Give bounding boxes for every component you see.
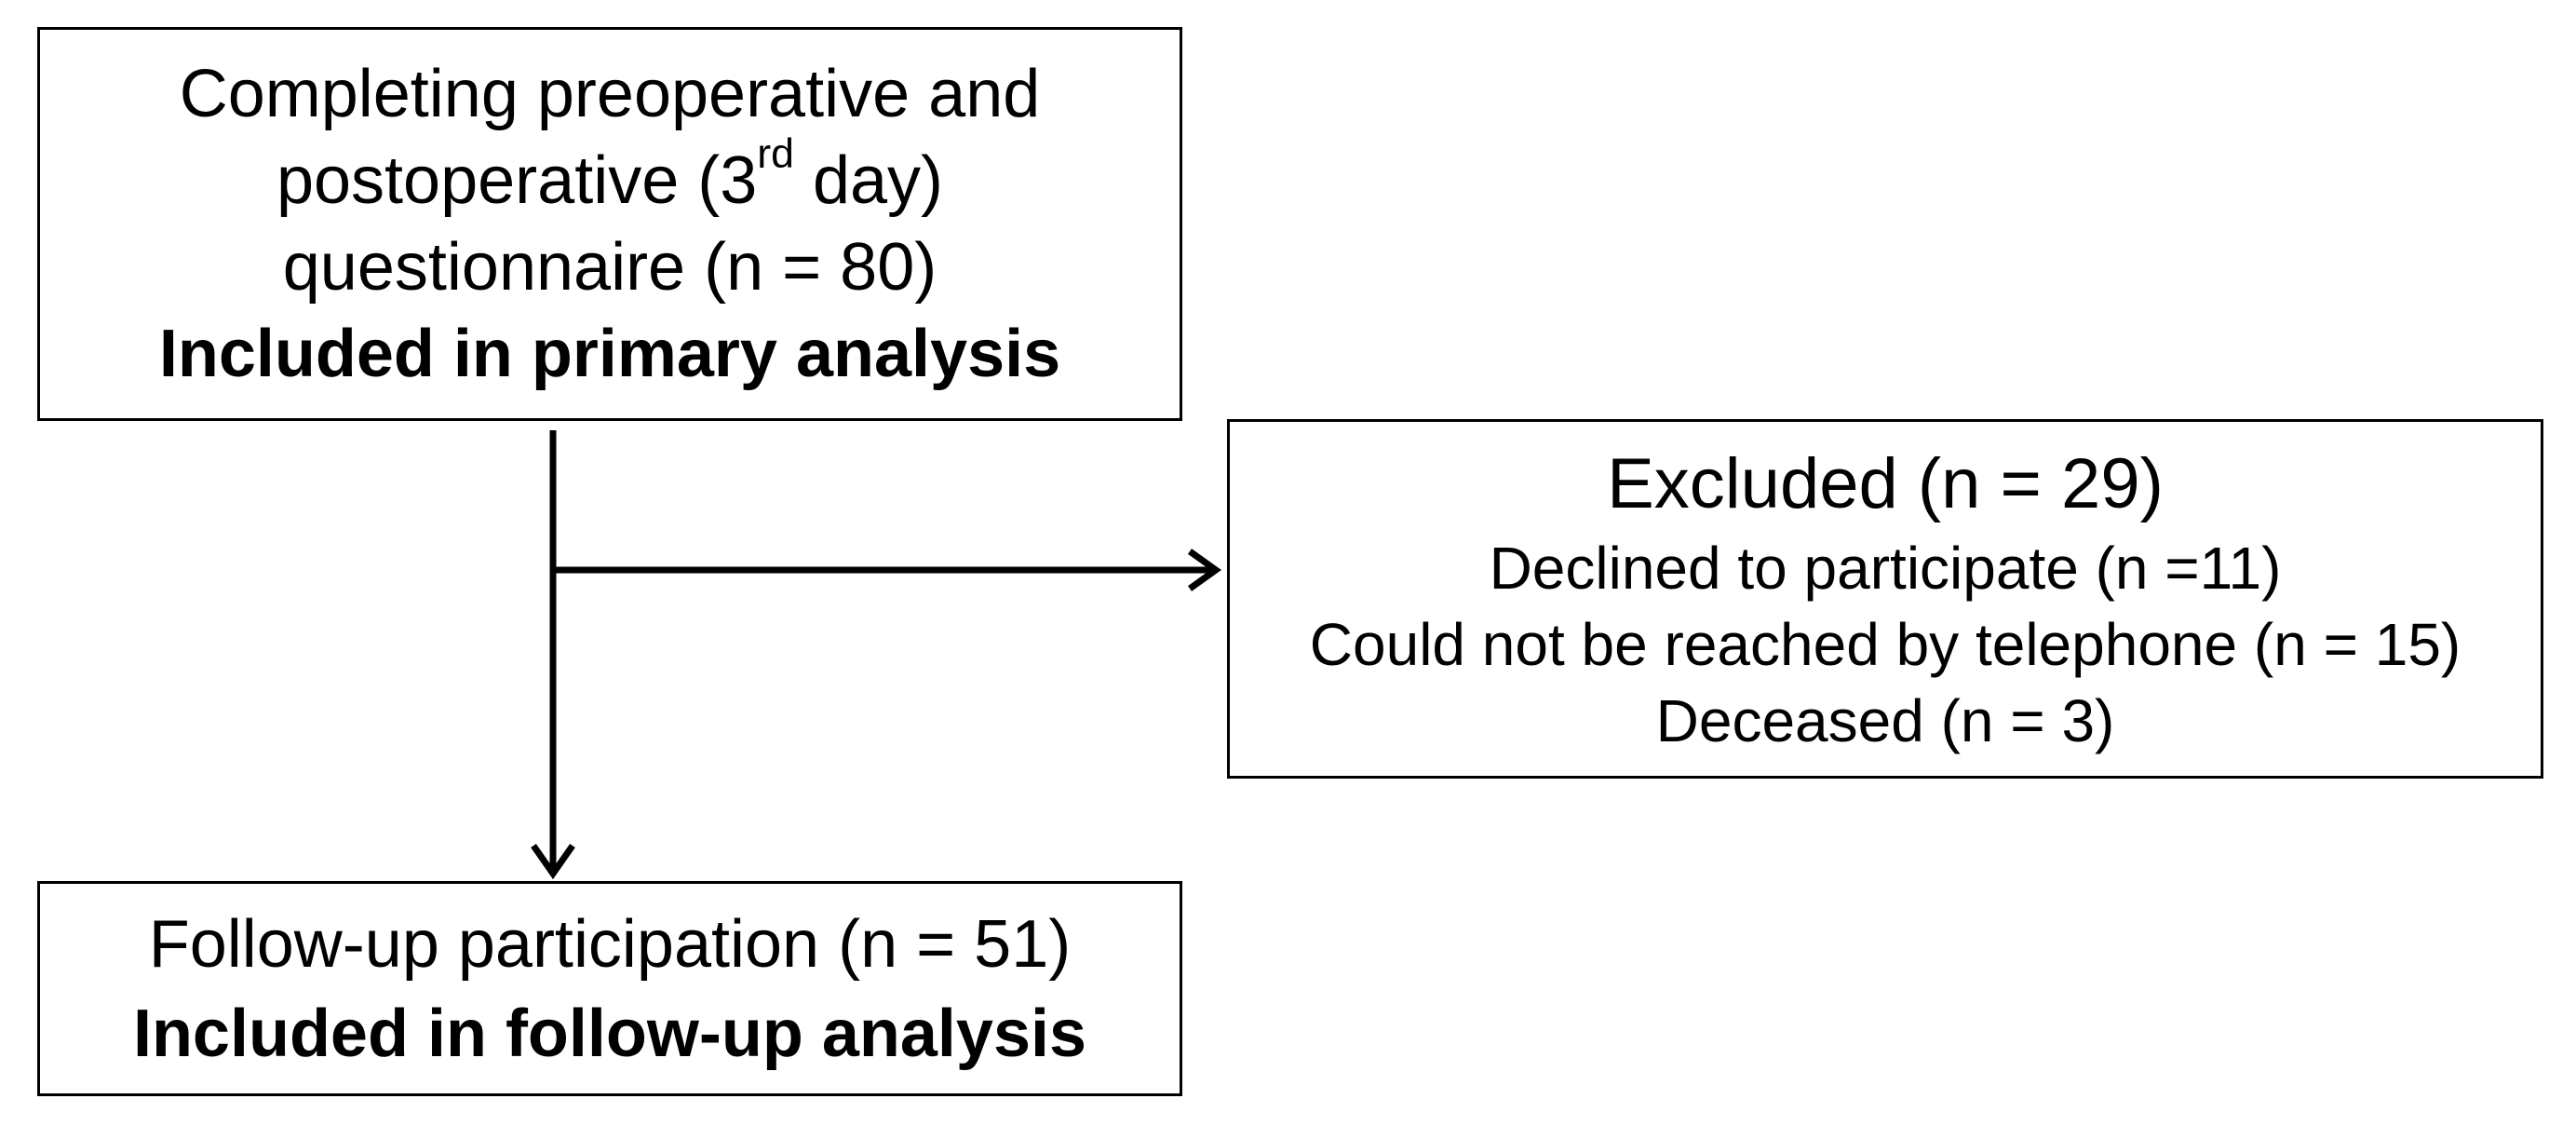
top-box-line-2-end: day) xyxy=(793,142,944,218)
right-arrowhead xyxy=(1187,549,1222,591)
top-box-line-3: questionnaire (n = 80) xyxy=(282,229,937,305)
top-box-line-2: postoperative (3rd day) xyxy=(276,133,944,224)
top-box-line-1: Completing preoperative and xyxy=(179,56,1041,131)
down-arrowhead xyxy=(531,843,575,880)
excluded-item-declined: Declined to participate (n =11) xyxy=(1489,535,2282,602)
excluded-item-deceased: Deceased (n = 3) xyxy=(1655,687,2115,754)
follow-up-analysis-label: Included in follow-up analysis xyxy=(132,996,1087,1071)
ordinal-superscript: rd xyxy=(757,130,794,177)
excluded-item-unreachable: Could not be reached by telephone (n = 1… xyxy=(1309,611,2461,678)
primary-analysis-label: Included in primary analysis xyxy=(158,316,1061,391)
excluded-box: Excluded (n = 29) Declined to participat… xyxy=(1227,419,2543,779)
follow-up-participation: Follow-up participation (n = 51) xyxy=(148,906,1072,982)
excluded-heading: Excluded (n = 29) xyxy=(1607,444,2164,523)
primary-analysis-box: Completing preoperative and postoperativ… xyxy=(37,27,1182,421)
top-box-line-2-start: postoperative (3 xyxy=(276,142,758,218)
follow-up-box: Follow-up participation (n = 51) Include… xyxy=(37,881,1182,1096)
